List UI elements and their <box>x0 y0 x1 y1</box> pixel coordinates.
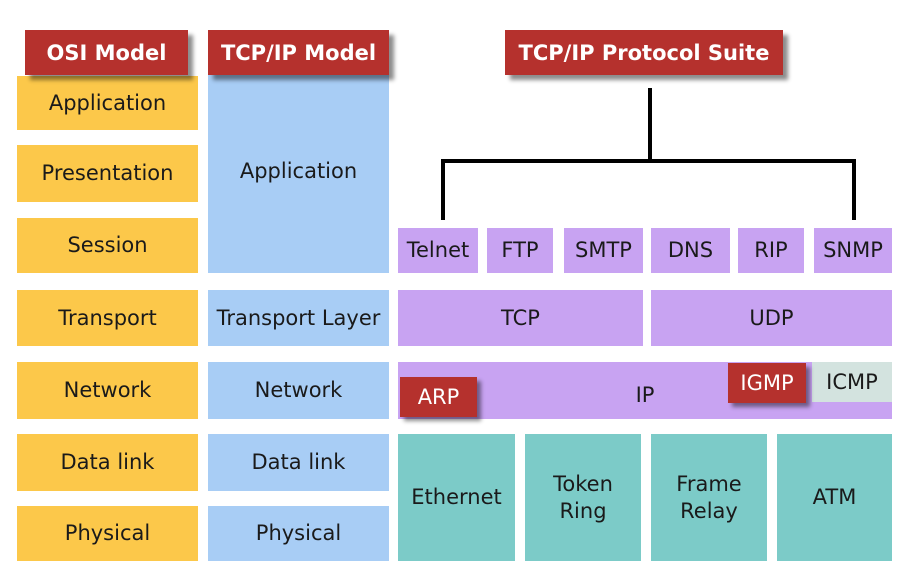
protocol-ip-band: IP <box>398 362 892 419</box>
connector-right-drop <box>852 159 856 220</box>
link-frame-relay: Frame Relay <box>651 434 767 561</box>
osi-layer-transport: Transport <box>17 290 198 346</box>
protocol-smtp: SMTP <box>564 228 643 273</box>
osi-layer-presentation: Presentation <box>17 145 198 202</box>
osi-layer-data-link: Data link <box>17 434 198 491</box>
osi-layer-network: Network <box>17 362 198 419</box>
tcpip-layer-physical: Physical <box>208 506 389 561</box>
protocol-telnet: Telnet <box>398 228 478 273</box>
connector-left-drop <box>441 159 445 220</box>
protocol-suite-header: TCP/IP Protocol Suite <box>505 30 783 75</box>
osi-layer-session: Session <box>17 218 198 273</box>
osi-layer-application: Application <box>17 76 198 130</box>
protocol-snmp: SNMP <box>814 228 892 273</box>
tcpip-layer-network: Network <box>208 362 389 419</box>
connector-branch <box>441 159 856 163</box>
protocol-arp: ARP <box>400 377 477 417</box>
link-token-ring: Token Ring <box>525 434 641 561</box>
protocol-igmp: IGMP <box>728 363 806 403</box>
protocol-tcp: TCP <box>398 290 643 346</box>
protocol-dns: DNS <box>651 228 730 273</box>
tcpip-layer-application: Application <box>208 70 389 273</box>
protocol-ip: IP <box>635 383 655 408</box>
protocol-ftp: FTP <box>487 228 553 273</box>
protocol-udp: UDP <box>651 290 892 346</box>
protocol-icmp: ICMP <box>812 362 892 402</box>
protocol-rip: RIP <box>738 228 804 273</box>
tcpip-model-header: TCP/IP Model <box>208 30 389 75</box>
tcpip-layer-transport: Transport Layer <box>208 290 389 346</box>
osi-layer-physical: Physical <box>17 506 198 561</box>
connector-trunk <box>648 88 652 161</box>
tcpip-layer-data-link: Data link <box>208 434 389 491</box>
link-atm: ATM <box>777 434 892 561</box>
osi-model-header: OSI Model <box>25 30 188 75</box>
link-ethernet: Ethernet <box>398 434 515 561</box>
